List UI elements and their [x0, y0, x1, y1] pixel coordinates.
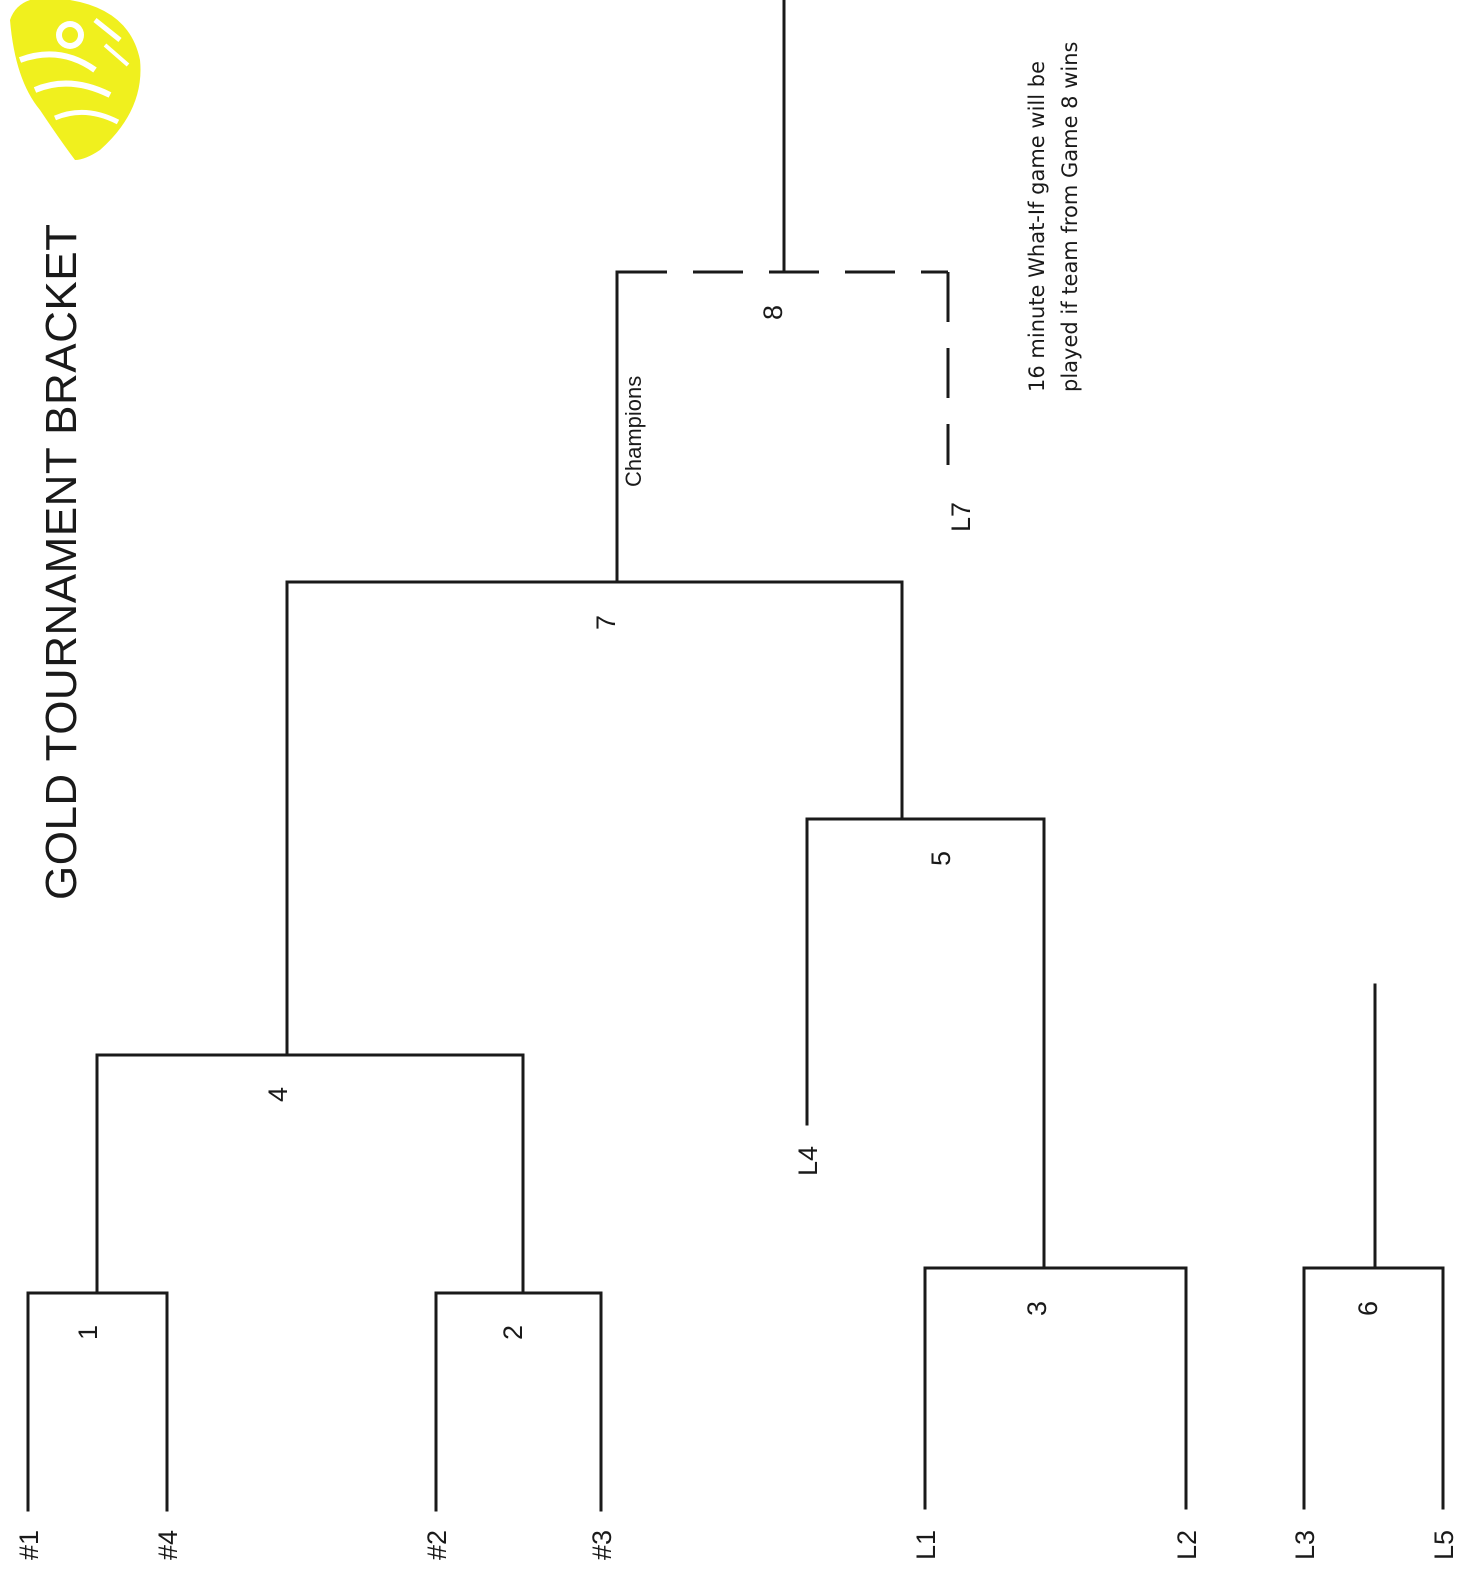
game-2-bracket — [434, 1053, 603, 1512]
seed-label-1: #1 — [14, 1530, 44, 1560]
game-number-5: 5 — [926, 851, 956, 866]
game-number-8: 8 — [758, 305, 788, 320]
game-number-6: 6 — [1353, 1301, 1383, 1316]
seed-label-3: #3 — [587, 1530, 617, 1560]
loser-label-l4: L4 — [793, 1146, 823, 1176]
game-3-bracket — [923, 817, 1188, 1510]
loser-label-l3: L3 — [1290, 1530, 1320, 1560]
game-6-bracket — [1302, 983, 1445, 1510]
game-number-7: 7 — [591, 615, 621, 630]
game-1-bracket — [26, 1053, 169, 1512]
game-4-bracket — [95, 580, 525, 1057]
bracket-title: GOLD TOURNAMENT BRACKET — [37, 223, 86, 900]
game-number-3: 3 — [1022, 1301, 1052, 1316]
champions-label: Champions — [621, 376, 646, 487]
loser-label-l5: L5 — [1429, 1530, 1459, 1560]
loser-label-l1: L1 — [911, 1530, 941, 1560]
seed-label-2: #2 — [422, 1530, 452, 1560]
game-number-1: 1 — [73, 1325, 103, 1340]
game-5-bracket — [805, 580, 1046, 1126]
game-8-bracket — [617, 0, 950, 465]
what-if-note-line-2: played if team from Game 8 wins — [1058, 42, 1082, 392]
loser-label-l2: L2 — [1172, 1530, 1202, 1560]
game-number-4: 4 — [263, 1087, 293, 1102]
logo-emblem — [10, 0, 141, 160]
loser-label-l7: L7 — [946, 502, 976, 532]
game-number-2: 2 — [498, 1325, 528, 1340]
seed-label-4: #4 — [153, 1530, 183, 1560]
game-7-bracket — [285, 270, 904, 584]
what-if-note-line-1: 16 minute What-If game will be — [1025, 61, 1049, 392]
